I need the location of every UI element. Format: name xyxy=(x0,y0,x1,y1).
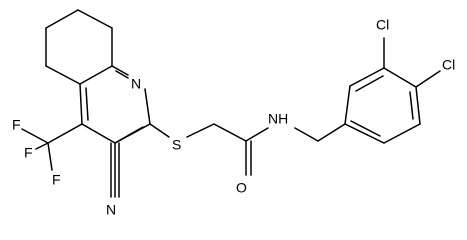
bond xyxy=(409,91,414,120)
bond xyxy=(186,123,215,138)
nitrile-nitrogen-label: N xyxy=(106,202,116,218)
bond xyxy=(85,87,89,121)
sulfur-label: S xyxy=(172,137,181,153)
bond xyxy=(47,142,53,171)
bond xyxy=(415,70,441,88)
bonds xyxy=(21,9,441,198)
bond xyxy=(79,83,83,125)
bond xyxy=(245,127,269,142)
bond xyxy=(45,65,81,85)
amide-nh-label: NH xyxy=(268,111,288,127)
bond xyxy=(79,65,113,85)
bond xyxy=(77,9,113,29)
bond xyxy=(81,123,116,144)
bond xyxy=(383,67,417,88)
bond xyxy=(349,67,385,87)
bond xyxy=(144,88,151,125)
bond xyxy=(111,65,129,76)
atom-labels: N S O NH Cl Cl F F F N xyxy=(12,17,455,218)
molecule-structure: N S O NH Cl Cl F F F N xyxy=(12,9,455,218)
bond xyxy=(355,75,384,92)
fluorine-bottom-label: F xyxy=(52,172,61,188)
chlorine-right-label: Cl xyxy=(442,57,455,73)
bond xyxy=(47,123,83,144)
ring-nitrogen-label: N xyxy=(131,76,141,92)
bond xyxy=(344,123,385,144)
molecule-canvas: N S O NH Cl Cl F F F N xyxy=(12,9,456,218)
bond xyxy=(35,142,49,150)
bond xyxy=(149,123,170,138)
bond xyxy=(45,9,79,29)
bond xyxy=(317,123,346,142)
bond xyxy=(415,86,421,125)
chlorine-top-label: Cl xyxy=(376,17,389,33)
bond xyxy=(115,70,129,79)
bond xyxy=(213,123,247,142)
bond xyxy=(350,120,381,137)
bond xyxy=(21,128,49,144)
bond xyxy=(344,85,351,125)
bond xyxy=(294,127,319,142)
fluorine-left-label: F xyxy=(24,145,33,161)
bond xyxy=(383,123,421,144)
bond xyxy=(114,126,144,144)
carbonyl-oxygen-label: O xyxy=(236,180,247,196)
fluorine-top-label: F xyxy=(12,117,21,133)
